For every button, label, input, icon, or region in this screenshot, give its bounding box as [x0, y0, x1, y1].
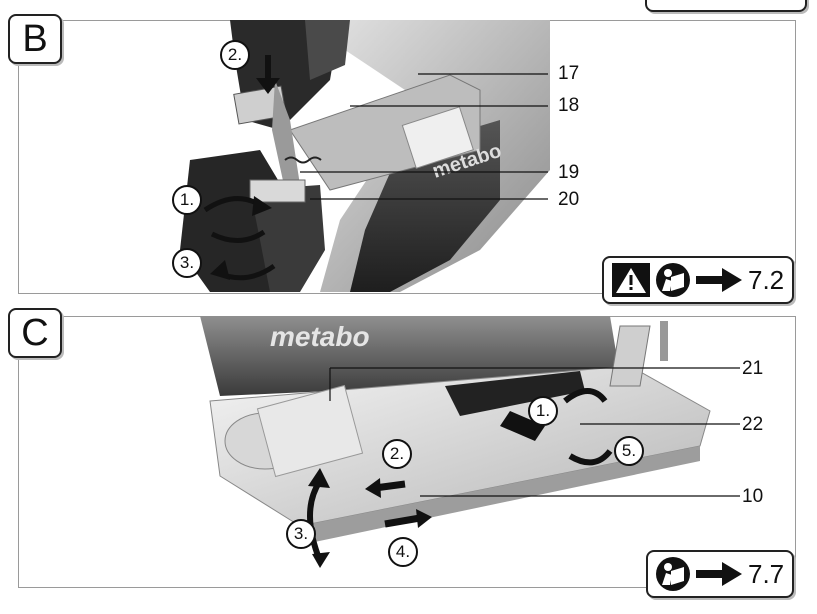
panel-c-brand: metabo [270, 321, 370, 352]
panel-c-step-4: 4. [388, 537, 418, 567]
panel-b-section-ref: 7.2 [748, 264, 785, 295]
panel-b-letter: B [8, 14, 62, 64]
callout-17: 17 [558, 63, 580, 84]
read-manual-icon [656, 557, 690, 591]
callout-22: 22 [742, 414, 764, 435]
callout-21: 21 [742, 358, 764, 379]
panel-c-reference: 7.7 [646, 550, 795, 598]
callout-20: 20 [558, 189, 580, 210]
read-manual-icon [656, 263, 690, 297]
panel-b-photo: metabo [180, 20, 550, 292]
callout-18: 18 [558, 95, 580, 116]
arrow-right-icon [696, 562, 742, 586]
panel-c-step-5: 5. [614, 436, 644, 466]
callout-19: 19 [558, 162, 580, 183]
panel-c-letter: C [8, 308, 62, 358]
panel-c-step-2: 2. [382, 439, 412, 469]
panel-c-step-1: 1. [528, 396, 558, 426]
panel-c-photo: metabo [200, 316, 740, 568]
warning-icon [612, 263, 650, 297]
panel-b-step-1: 1. [172, 185, 202, 215]
panel-c-step-3: 3. [286, 519, 316, 549]
previous-reference-box [645, 0, 807, 12]
callout-10: 10 [742, 486, 764, 507]
panel-b-reference: 7.2 [602, 256, 795, 304]
panel-b-step-3: 3. [172, 248, 202, 278]
arrow-right-icon [696, 268, 742, 292]
panel-c-section-ref: 7.7 [748, 558, 785, 589]
panel-b-step-2: 2. [220, 40, 250, 70]
